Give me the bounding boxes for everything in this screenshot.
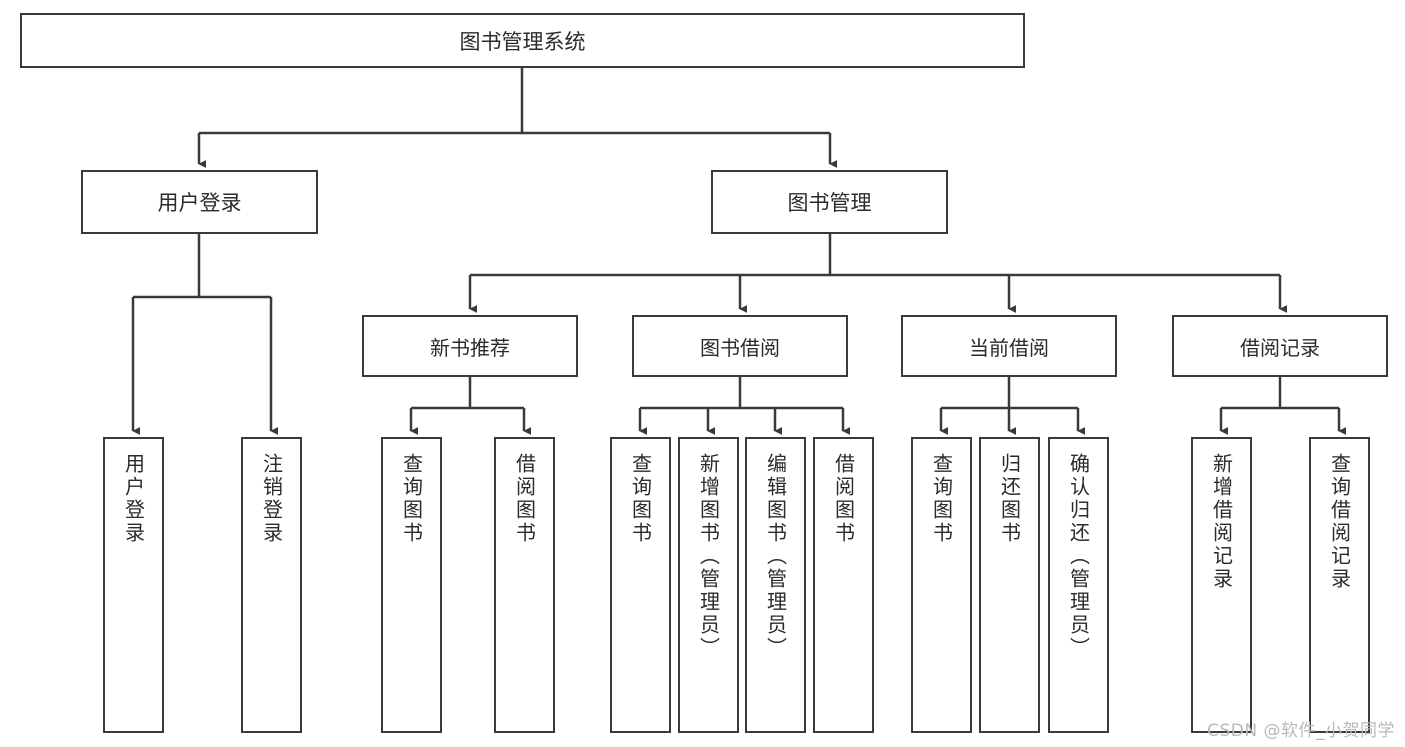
node-label: 借阅记录 xyxy=(1240,335,1320,360)
leaf-borrow-record-query-record[interactable]: 查询借阅记录 xyxy=(1309,437,1370,733)
node-label: 当前借阅 xyxy=(969,335,1049,360)
node-label: 用户登录 xyxy=(121,453,146,545)
node-label: 图书管理系统 xyxy=(459,29,586,54)
node-borrow-record[interactable]: 借阅记录 xyxy=(1172,315,1388,377)
node-user-login[interactable]: 用户登录 xyxy=(81,170,318,234)
node-book-management[interactable]: 图书管理 xyxy=(711,170,948,234)
node-label: 确认归还（管理员） xyxy=(1066,453,1091,660)
leaf-current-borrow-query-book[interactable]: 查询图书 xyxy=(911,437,972,733)
leaf-book-borrow-query-book[interactable]: 查询图书 xyxy=(610,437,671,733)
node-label: 新书推荐 xyxy=(430,335,510,360)
node-label: 查询图书 xyxy=(628,453,653,545)
leaf-borrow-record-add-record[interactable]: 新增借阅记录 xyxy=(1191,437,1252,733)
leaf-user-login-login[interactable]: 用户登录 xyxy=(103,437,164,733)
node-label: 借阅图书 xyxy=(831,453,856,545)
leaf-book-borrow-add-book-admin[interactable]: 新增图书（管理员） xyxy=(678,437,739,733)
node-label: 图书管理 xyxy=(787,191,872,215)
node-label: 查询图书 xyxy=(929,453,954,545)
node-label: 编辑图书（管理员） xyxy=(763,453,788,660)
node-new-book-recommend[interactable]: 新书推荐 xyxy=(362,315,578,377)
node-label: 借阅图书 xyxy=(512,453,537,545)
node-label: 注销登录 xyxy=(259,453,284,545)
node-label: 图书借阅 xyxy=(700,335,780,360)
node-label: 查询图书 xyxy=(399,453,424,545)
node-current-borrow[interactable]: 当前借阅 xyxy=(901,315,1117,377)
leaf-book-borrow-borrow-book[interactable]: 借阅图书 xyxy=(813,437,874,733)
leaf-new-book-query-book[interactable]: 查询图书 xyxy=(381,437,442,733)
csdn-watermark: CSDN @软件_小贺同学 xyxy=(1207,721,1395,741)
node-label: 用户登录 xyxy=(157,191,242,215)
node-label: 查询借阅记录 xyxy=(1327,453,1352,591)
leaf-new-book-borrow-book[interactable]: 借阅图书 xyxy=(494,437,555,733)
node-label: 新增借阅记录 xyxy=(1209,453,1234,591)
leaf-user-login-logout[interactable]: 注销登录 xyxy=(241,437,302,733)
node-label: 新增图书（管理员） xyxy=(696,453,721,660)
leaf-book-borrow-edit-book-admin[interactable]: 编辑图书（管理员） xyxy=(745,437,806,733)
leaf-current-borrow-confirm-return-admin[interactable]: 确认归还（管理员） xyxy=(1048,437,1109,733)
node-root-system[interactable]: 图书管理系统 xyxy=(20,13,1025,68)
node-book-borrow[interactable]: 图书借阅 xyxy=(632,315,848,377)
node-label: 归还图书 xyxy=(997,453,1022,545)
leaf-current-borrow-return-book[interactable]: 归还图书 xyxy=(979,437,1040,733)
